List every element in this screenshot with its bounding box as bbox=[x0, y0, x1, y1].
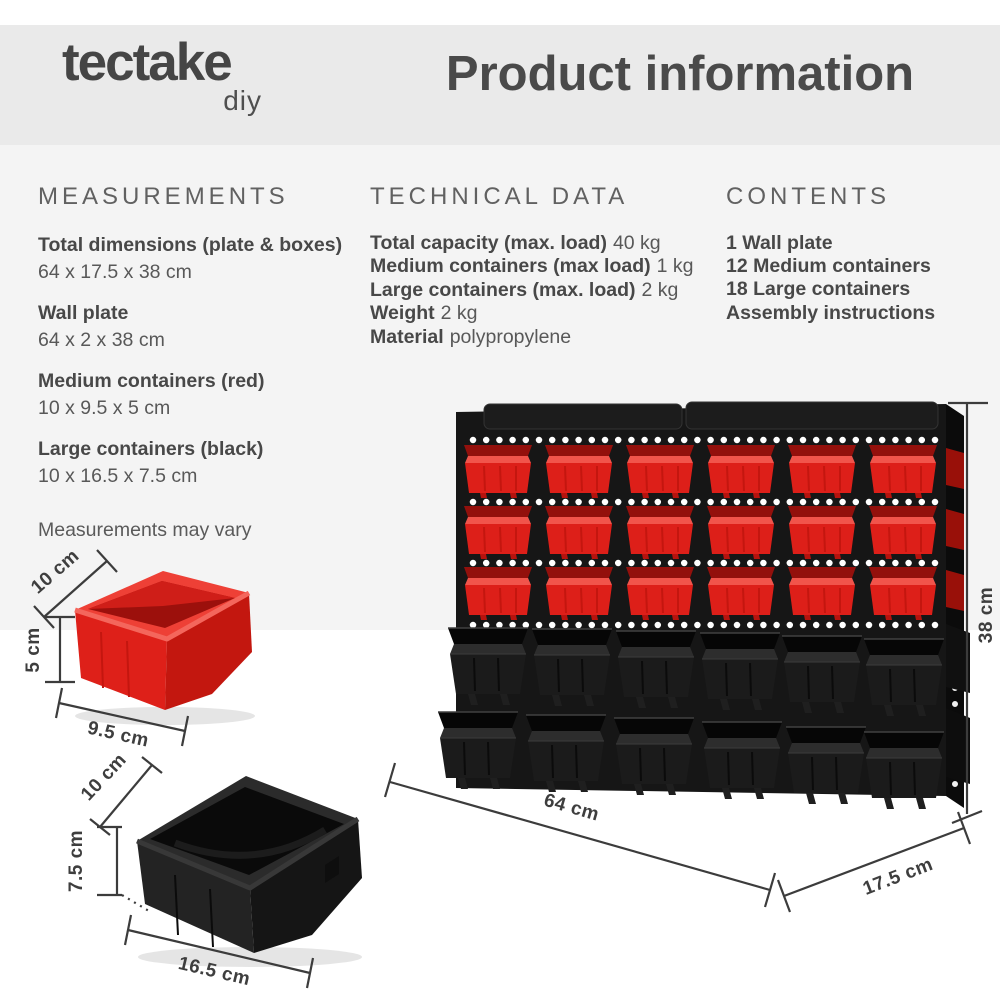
dimension-line-width bbox=[389, 780, 771, 892]
dimension-label-10cm: 10 cm bbox=[77, 749, 131, 805]
technical-label: Large containers (max. load) bbox=[370, 278, 636, 301]
top-rail-right bbox=[685, 401, 939, 430]
peg-holes bbox=[469, 436, 958, 789]
contents-item: 12 Medium containers bbox=[726, 255, 931, 278]
red-bin bbox=[463, 566, 533, 621]
measurement-value: 64 x 17.5 x 38 cm bbox=[38, 261, 192, 283]
dimension-line-width bbox=[763, 872, 777, 908]
red-bin bbox=[706, 505, 776, 560]
technical-value: 40 kg bbox=[612, 232, 661, 254]
black-bin bbox=[699, 632, 781, 711]
measurement-label: Medium containers (red) bbox=[38, 370, 265, 392]
black-bin bbox=[525, 714, 607, 793]
measurement-item: Total dimensions (plate & boxes) 64 x 17… bbox=[38, 232, 368, 286]
red-bin bbox=[463, 444, 533, 499]
technical-item: Large containers (max. load)2 kg bbox=[370, 279, 715, 302]
technical-label: Total capacity (max. load) bbox=[370, 232, 607, 254]
red-bin bbox=[625, 444, 695, 499]
contents-item: 1 Wall plate bbox=[726, 232, 833, 254]
top-rail-left bbox=[483, 403, 683, 430]
measurement-label: Wall plate bbox=[38, 302, 129, 324]
contents-item: Assembly instructions bbox=[726, 301, 936, 324]
measurements-heading: MEASUREMENTS bbox=[38, 183, 289, 210]
header-band bbox=[0, 25, 1000, 145]
technical-data-section: TECHNICAL DATA Total capacity (max. load… bbox=[370, 183, 715, 349]
red-bin bbox=[706, 444, 776, 499]
dimension-line-width bbox=[383, 762, 397, 798]
wall-unit-image: 38 cm 64 cm 17.5 cm bbox=[383, 401, 997, 913]
contents-section: CONTENTS 1 Wall plate 12 Medium containe… bbox=[726, 183, 996, 325]
technical-label: Material bbox=[370, 325, 444, 348]
red-bin bbox=[625, 566, 695, 621]
black-bin bbox=[531, 628, 613, 707]
dimension-label-7-5cm: 7.5 cm bbox=[66, 830, 87, 892]
black-bin-side-tabs bbox=[946, 624, 970, 784]
red-bin bbox=[625, 505, 695, 560]
technical-item: Medium containers (max load)1 kg bbox=[370, 255, 715, 278]
brand-name: tectake bbox=[62, 33, 233, 92]
measurements-section: MEASUREMENTS Total dimensions (plate & b… bbox=[38, 183, 368, 544]
red-bin bbox=[868, 505, 938, 560]
black-bin bbox=[447, 627, 529, 706]
measurement-value: 10 x 16.5 x 7.5 cm bbox=[38, 465, 198, 487]
measurement-item: Medium containers (red) 10 x 9.5 x 5 cm bbox=[38, 368, 368, 422]
technical-label: Weight bbox=[370, 302, 435, 325]
medium-container bbox=[74, 571, 252, 710]
black-bin bbox=[781, 635, 863, 714]
red-bin bbox=[868, 566, 938, 621]
black-bin bbox=[785, 726, 867, 805]
shadow bbox=[138, 947, 362, 967]
red-bin bbox=[787, 505, 857, 560]
technical-value: 2 kg bbox=[641, 278, 679, 301]
black-bin bbox=[863, 638, 945, 717]
dimension-line-depth bbox=[783, 826, 965, 898]
red-bin bbox=[787, 444, 857, 499]
dimension-label-5cm: 5 cm bbox=[23, 627, 44, 672]
contents-heading: CONTENTS bbox=[726, 183, 890, 210]
measurement-value: 10 x 9.5 x 5 cm bbox=[38, 397, 171, 419]
technical-value: 2 kg bbox=[440, 302, 478, 325]
technical-data-heading: TECHNICAL DATA bbox=[370, 183, 629, 210]
technical-value: polypropylene bbox=[449, 325, 572, 348]
dimension-line-depth bbox=[956, 811, 972, 845]
red-bin bbox=[706, 566, 776, 621]
measurement-item: Wall plate 64 x 2 x 38 cm bbox=[38, 300, 368, 354]
black-bin bbox=[615, 630, 697, 709]
red-bin bbox=[544, 566, 614, 621]
dimension-line-height bbox=[951, 809, 983, 825]
measurement-label: Total dimensions (plate & boxes) bbox=[38, 234, 343, 256]
red-bin bbox=[787, 566, 857, 621]
black-bin bbox=[701, 721, 783, 800]
shadow bbox=[75, 707, 255, 725]
measurement-value: 64 x 2 x 38 cm bbox=[38, 329, 165, 351]
page-title: Product information bbox=[445, 47, 915, 101]
black-bin bbox=[613, 717, 695, 796]
contents-item: 18 Large containers bbox=[726, 278, 911, 301]
black-bin bbox=[437, 711, 519, 790]
large-container bbox=[136, 776, 362, 953]
brand-logo: tectake diy bbox=[62, 36, 262, 115]
black-bin bbox=[863, 731, 945, 810]
brand-sub-label: diy bbox=[223, 85, 262, 116]
medium-container-image: 10 cm 5 cm 9.5 cm bbox=[23, 545, 255, 752]
dimension-label-38cm: 38 cm bbox=[976, 587, 997, 643]
large-container-image: 10 cm 7.5 cm 16.5 cm bbox=[66, 749, 362, 990]
red-bin-side-tabs bbox=[946, 448, 964, 611]
red-bin bbox=[544, 505, 614, 560]
dimension-label-17-5cm: 17.5 cm bbox=[860, 854, 936, 900]
technical-label: Medium containers (max load) bbox=[370, 255, 651, 278]
red-bin bbox=[544, 444, 614, 499]
technical-item: Total capacity (max. load)40 kg bbox=[370, 232, 715, 255]
dimension-label-64cm: 64 cm bbox=[542, 790, 602, 826]
red-bin bbox=[868, 444, 938, 499]
technical-value: 1 kg bbox=[656, 255, 694, 278]
measurement-item: Large containers (black) 10 x 16.5 x 7.5… bbox=[38, 436, 368, 490]
measurements-note: Measurements may vary bbox=[38, 519, 252, 541]
red-bin bbox=[463, 505, 533, 560]
measurement-label: Large containers (black) bbox=[38, 438, 264, 460]
